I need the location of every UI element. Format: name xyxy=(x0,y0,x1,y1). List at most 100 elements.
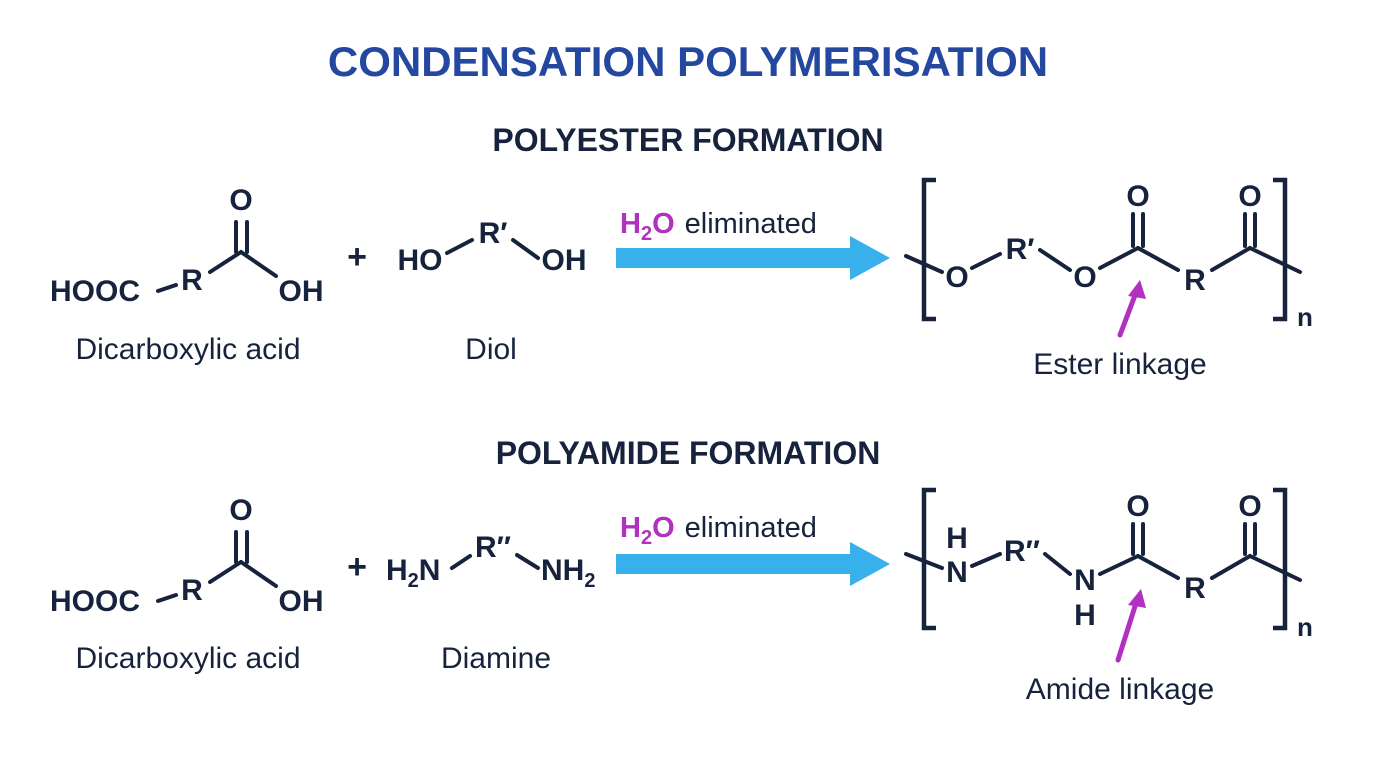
acid-r-group: R xyxy=(181,574,203,607)
acid-hydroxyl: OH xyxy=(279,275,324,308)
right-bracket-icon xyxy=(1273,177,1288,322)
acid-hooc-group: HOOC xyxy=(50,275,140,308)
polyamide-product: H N R″ N H O R O n Amide linkage xyxy=(904,487,1313,706)
ester-linkage-label: Ester linkage xyxy=(1033,348,1206,381)
acid-label: Dicarboxylic acid xyxy=(75,333,300,366)
polyester-diol: HO R′ OH Diol xyxy=(398,217,587,366)
eliminated-text: eliminated xyxy=(685,512,817,544)
amide-carbonyl-oxygen: O xyxy=(1126,490,1149,523)
diol-r-prime-group: R′ xyxy=(479,217,508,250)
acid-r-group: R xyxy=(181,264,203,297)
diamine-n-r-bond xyxy=(450,554,472,570)
polyester-dicarboxylic-acid: O HOOC R OH Dicarboxylic acid xyxy=(50,184,324,366)
left-bracket-icon xyxy=(921,177,936,322)
right-arrow-icon xyxy=(616,542,890,586)
acid-r-c-bond xyxy=(208,560,243,584)
water-subscript: 2 xyxy=(641,527,652,549)
left-bracket-icon xyxy=(921,487,936,631)
acid-r-c-bond xyxy=(208,250,243,274)
carbon-r-bond xyxy=(1136,246,1180,272)
product-r-group: R xyxy=(1184,572,1206,605)
ester-carbonyl-oxygen: O xyxy=(1126,180,1149,213)
diamine-label: Diamine xyxy=(441,642,551,675)
repeat-unit-n: n xyxy=(1297,612,1313,642)
acid-c-oh-bond xyxy=(239,250,278,278)
acid-hooc-r-bond xyxy=(156,593,178,603)
amine-right-subscript: 2 xyxy=(584,570,595,592)
n-rdoubleprime-bond xyxy=(970,552,1002,568)
polyester-section: POLYESTER FORMATION O HOOC R OH Dicarbox… xyxy=(50,122,1313,381)
o-carbon-bond xyxy=(1098,246,1140,270)
water-h: H xyxy=(620,512,641,544)
repeat-unit-n: n xyxy=(1297,302,1313,332)
polyamide-section: POLYAMIDE FORMATION O HOOC R OH Dicarbox… xyxy=(50,435,1313,706)
r-carbon-bond xyxy=(1210,246,1252,272)
acid-c-oh-bond xyxy=(239,560,278,588)
product-r-prime-group: R′ xyxy=(1006,233,1035,266)
diol-hydroxyl-right: OH xyxy=(542,244,587,277)
amine-left-h: H xyxy=(386,554,408,587)
terminal-carbonyl-oxygen: O xyxy=(1238,490,1261,523)
polyester-heading: POLYESTER FORMATION xyxy=(492,122,883,158)
water-subscript: 2 xyxy=(641,223,652,245)
product-r-double-prime-group: R″ xyxy=(1004,535,1040,568)
r-carbon-bond xyxy=(1210,554,1252,580)
diol-label: Diol xyxy=(465,333,517,366)
chain-start-bond xyxy=(904,552,944,570)
plus-sign: + xyxy=(347,548,367,586)
eliminated-text: eliminated xyxy=(685,208,817,240)
polyamide-diamine: H2N R″ NH2 Diamine xyxy=(386,531,595,675)
plus-sign: + xyxy=(347,238,367,276)
ester-oxygen: O xyxy=(1073,261,1096,294)
amide-pointer-line xyxy=(1115,597,1140,663)
amide-nitrogen: N xyxy=(1074,564,1096,597)
chain-start-bond xyxy=(904,254,944,274)
rprime-o-bond xyxy=(1038,248,1072,272)
chain-end-bond xyxy=(1248,554,1302,582)
amine-hydrogen-top: H xyxy=(946,522,968,555)
acid-label: Dicarboxylic acid xyxy=(75,642,300,675)
right-arrow-icon xyxy=(616,236,890,280)
diamine-amine-left: H2N xyxy=(386,554,440,592)
diamine-amine-right: NH2 xyxy=(541,554,595,592)
terminal-carbonyl-oxygen: O xyxy=(1238,180,1261,213)
ester-pointer-arrow-icon xyxy=(1128,280,1146,299)
polyamide-dicarboxylic-acid: O HOOC R OH Dicarboxylic acid xyxy=(50,494,324,675)
amine-left-subscript: 2 xyxy=(408,570,419,592)
carbon-r-bond xyxy=(1136,554,1180,580)
ester-pointer-line xyxy=(1117,287,1140,338)
rdoubleprime-n-bond xyxy=(1043,552,1072,576)
acid-hydroxyl: OH xyxy=(279,585,324,618)
water-h: H xyxy=(620,208,641,240)
acid-carbonyl-oxygen: O xyxy=(229,494,252,527)
ether-oxygen-left: O xyxy=(945,261,968,294)
amide-hydrogen-bottom: H xyxy=(1074,599,1096,632)
right-bracket-icon xyxy=(1273,487,1288,631)
amine-left-n: N xyxy=(419,554,441,587)
water-o: O xyxy=(652,512,675,544)
diol-hydroxyl-left: HO xyxy=(398,244,443,277)
amine-right-nh: NH xyxy=(541,554,584,587)
amide-nitrogen-left: N xyxy=(946,556,968,589)
diol-ho-r-bond xyxy=(445,238,474,255)
diol-r-oh-bond xyxy=(511,238,540,260)
product-r-group: R xyxy=(1184,264,1206,297)
diagram-title: CONDENSATION POLYMERISATION xyxy=(328,38,1048,85)
amide-linkage-label: Amide linkage xyxy=(1026,673,1214,706)
diamine-r-n-bond xyxy=(515,553,540,570)
acid-carbonyl-oxygen: O xyxy=(229,184,252,217)
acid-hooc-r-bond xyxy=(156,283,178,293)
o-rprime-bond xyxy=(970,252,1002,270)
polyester-product: O R′ O O R O n Ester linkage xyxy=(904,177,1313,381)
chain-end-bond xyxy=(1248,246,1302,274)
diamine-r-double-prime-group: R″ xyxy=(475,531,511,564)
acid-hooc-group: HOOC xyxy=(50,585,140,618)
n-carbon-bond xyxy=(1098,554,1140,576)
water-o: O xyxy=(652,208,675,240)
